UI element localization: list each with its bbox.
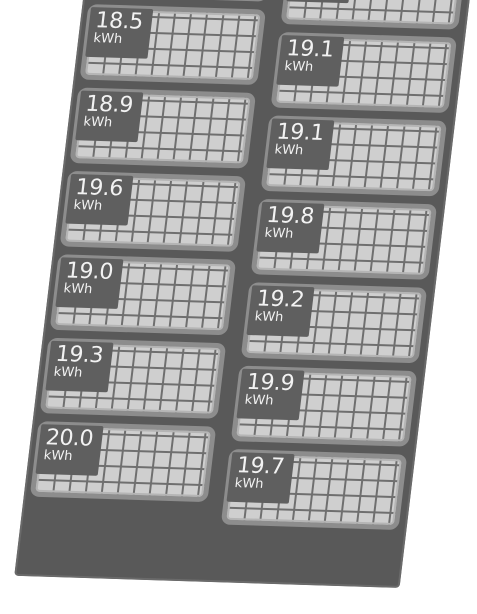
panel-energy-badge: 19.1 kWh	[266, 118, 334, 170]
panel-energy-unit: kWh	[244, 394, 302, 409]
panel-energy-unit: kWh	[53, 366, 111, 381]
panel-energy-badge: 19.6 kWh	[65, 174, 133, 226]
solar-array: 18.5 kWh 18.9 kWh 19.6 kWh 19.0 kWh 19.3…	[14, 0, 472, 588]
solar-panel[interactable]: 19.8 kWh	[251, 199, 438, 280]
solar-panel[interactable]: 19.3 kWh	[40, 338, 227, 419]
panel-energy-unit: kWh	[93, 32, 151, 47]
panel-energy-unit: kWh	[63, 282, 121, 297]
panel-energy-unit: kWh	[83, 116, 141, 131]
panel-energy-badge: 19.0 kWh	[55, 257, 123, 309]
solar-panel[interactable]: 18.5 kWh	[79, 4, 266, 85]
solar-panel[interactable]: 19.1 kWh	[271, 32, 458, 113]
panel-energy-unit: kWh	[284, 60, 342, 75]
solar-panel[interactable]: 19.6 kWh	[60, 171, 247, 252]
panel-energy-badge: 19.9 kWh	[236, 369, 304, 421]
solar-panel[interactable]: 19.0 kWh	[50, 254, 237, 335]
solar-panel[interactable]: 19.9 kWh	[231, 366, 418, 447]
solar-panel[interactable]	[89, 0, 276, 2]
solar-panel[interactable]: 19.1 kWh	[261, 115, 448, 196]
solar-panel[interactable]: 19.2 kWh	[241, 282, 428, 363]
solar-panel[interactable]: kWh	[280, 0, 467, 30]
solar-panel[interactable]: 18.9 kWh	[70, 87, 257, 168]
solar-panel[interactable]: 19.7 kWh	[221, 449, 408, 530]
panel-energy-badge: kWh	[286, 0, 354, 3]
solar-panel[interactable]: 20.0 kWh	[30, 421, 217, 502]
panel-energy-unit: kWh	[234, 477, 292, 492]
panel-energy-badge: 19.2 kWh	[246, 285, 314, 337]
panel-energy-badge: 19.8 kWh	[256, 202, 324, 254]
panel-energy-unit: kWh	[264, 227, 322, 242]
panel-energy-unit: kWh	[43, 449, 101, 464]
panel-energy-badge: 18.5 kWh	[85, 7, 153, 59]
panel-energy-unit: kWh	[254, 310, 312, 325]
panel-energy-unit: kWh	[274, 143, 332, 158]
panel-energy-badge: 19.1 kWh	[276, 35, 344, 87]
panel-energy-badge: 19.7 kWh	[227, 452, 295, 504]
panel-energy-unit: kWh	[73, 199, 131, 214]
panel-energy-badge: 20.0 kWh	[35, 424, 103, 476]
panel-energy-badge: 18.9 kWh	[75, 91, 143, 143]
panel-energy-badge: 19.3 kWh	[45, 341, 113, 393]
